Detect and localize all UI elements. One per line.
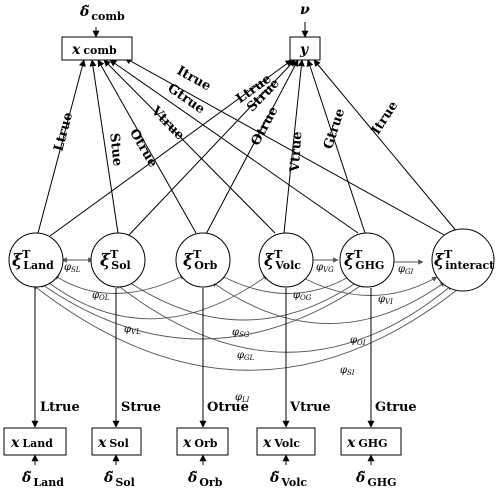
noise-labels-bottom: δ̃Land δ̃Sol δ̃Orb δ̃Volc δ̃GHG [21,469,397,489]
phi-SI: φSI [340,365,355,377]
edge-sol-xcomb [89,59,119,234]
edge-sol-y [127,59,296,237]
phi-SG: φSG [232,327,250,339]
edges-to-xcomb [37,57,447,237]
edge-land-y [49,59,293,237]
delta-volc-label: δ̃Volc [269,469,307,489]
covar-VL [44,274,269,320]
phi-VL: φVL [124,324,141,336]
covar-OI [211,281,446,324]
edge-interact-y [313,59,459,234]
phi-OL: φOL [92,290,110,302]
edge-orb-y [204,59,299,237]
lbl-volc-x: Vtrue [289,400,331,415]
phi-GL: φGL [237,350,255,362]
phi-VG: φVG [316,262,334,274]
covar-LI [32,284,463,371]
lbl-orb-xcomb: Otrue [126,126,160,170]
delta-orb-label: δ̃Orb [187,469,223,489]
edges-to-y [49,59,459,237]
lbl-ghg-x: Gtrue [375,400,417,415]
covar-SG [125,279,361,321]
lbl-land-xcomb: Ltrue [51,111,76,153]
covar-SI [115,283,453,353]
vertical-loading-labels: Ltrue Strue Otrue Vtrue Gtrue [40,400,417,415]
phi-OI: φOI [350,335,366,347]
covariance-labels: φSL φVG φGI φOL φOG φVI φVL φSG φOI φGL … [64,262,414,404]
delta-sol-label: δ̃Sol [103,469,135,489]
delta-land-label: δ̃Land [21,469,64,489]
phi-OG: φOG [293,290,312,302]
covar-GL [39,282,366,340]
edge-volc-xcomb [103,59,276,234]
lbl-land-x: Ltrue [40,400,80,415]
phi-GI: φGI [398,264,414,276]
edge-interact-xcomb [124,57,447,237]
delta-ghg-label: δ̃GHG [355,469,397,489]
edges-to-x [31,288,375,428]
covariance-arcs [32,257,463,371]
lbl-interact-y: Itrue [369,99,402,138]
lbl-sol-x: Strue [121,400,161,415]
lbl-orb-x: Otrue [207,400,249,415]
lbl-sol-xcomb: Stue [106,132,124,167]
phi-SL: φSL [64,262,81,274]
edge-ghg-y [306,59,366,234]
edge-ghg-xcomb [109,59,359,234]
y-var: y [299,42,309,58]
phi-LI: φLI [235,392,250,404]
edge-volc-y [283,59,305,234]
y-box: y [289,36,321,61]
y-edge-labels: Ltrue Strue Otrue Vtrue Gtrue Itrue [233,71,401,173]
edge-orb-xcomb [97,59,197,234]
xcomb-var: x [71,42,81,58]
phi-VI: φVI [378,294,393,306]
lbl-volc-y: Vtrue [288,131,306,174]
edge-land-xcomb [37,59,86,234]
xcomb-edge-labels: Ltrue Stue Otrue Vtrue Gtrue Itrue [51,63,213,170]
xcomb-sub: comb [83,44,117,57]
delta-comb-label: δ̃comb [79,3,125,23]
nu-label: ν [300,2,310,18]
